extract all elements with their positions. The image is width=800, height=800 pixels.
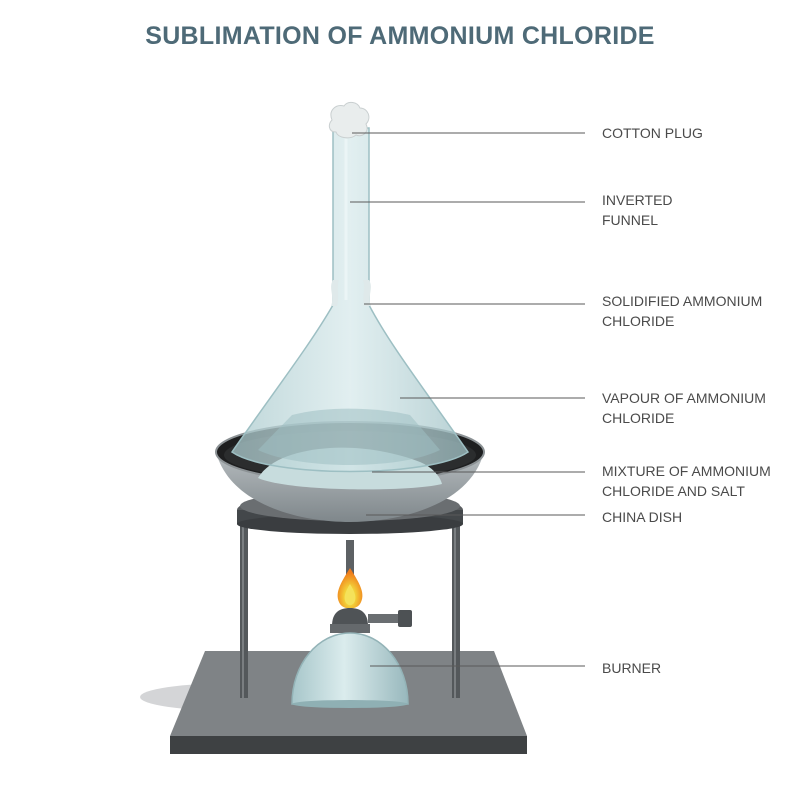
label-solidified-ammonium-chloride: SOLIDIFIED AMMONIUM CHLORIDE [602, 293, 763, 329]
leader-lines [350, 132, 585, 667]
label-cotton-plug: COTTON PLUG [602, 125, 703, 141]
label-inverted-funnel: INVERTED FUNNEL [602, 192, 673, 228]
cotton-plug [328, 101, 370, 139]
label-mixture: MIXTURE OF AMMONIUM CHLORIDE AND SALT [602, 463, 771, 499]
inverted-funnel [230, 127, 470, 473]
label-burner: BURNER [602, 660, 662, 676]
burner [291, 540, 412, 708]
label-vapour-of-ammonium-chloride: VAPOUR OF AMMONIUM CHLORIDE [602, 390, 766, 426]
page-title: SUBLIMATION OF AMMONIUM CHLORIDE [145, 22, 655, 50]
label-china-dish: CHINA DISH [602, 509, 683, 525]
